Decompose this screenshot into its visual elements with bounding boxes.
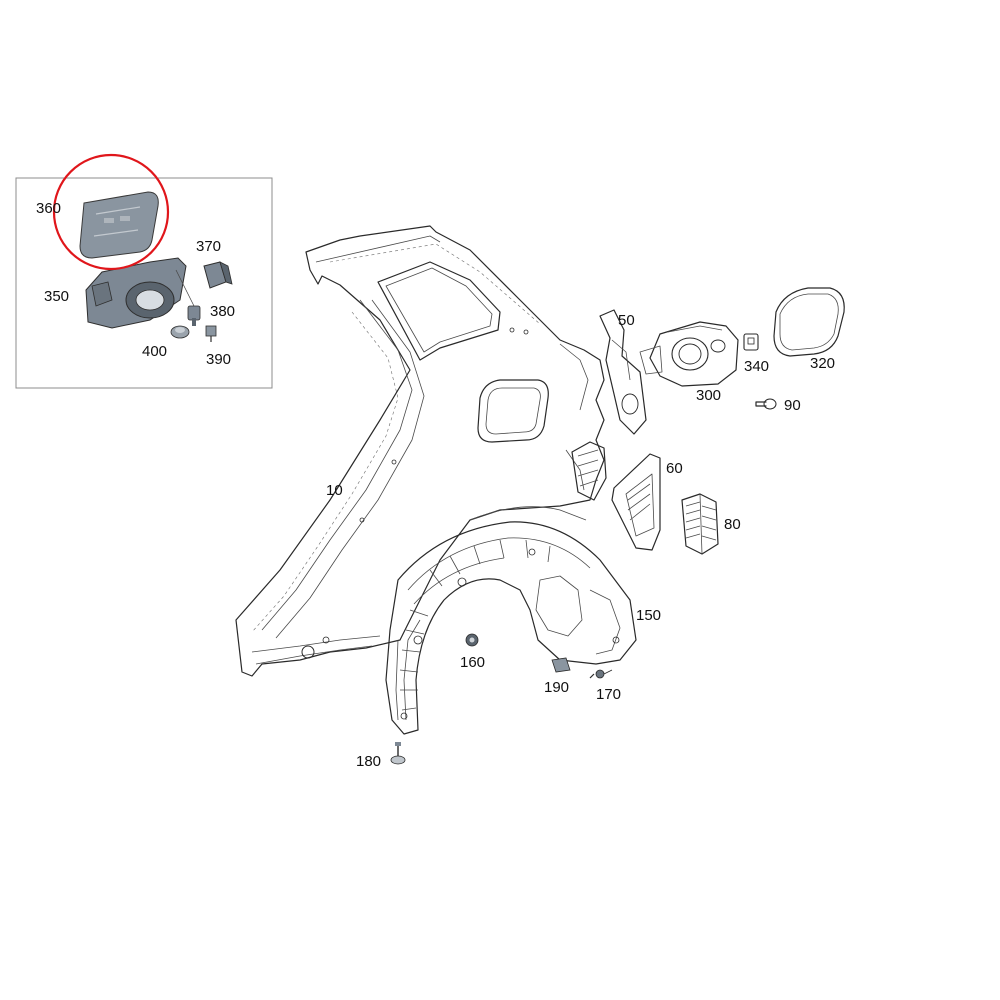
part-160-nut[interactable] <box>465 633 479 647</box>
part-320-fuel-door[interactable] <box>773 287 845 357</box>
part-150-wheel-arch-liner[interactable] <box>385 521 637 735</box>
part-190-clip[interactable] <box>551 657 571 673</box>
label-50: 50 <box>618 312 635 329</box>
highlight-circle <box>52 153 170 271</box>
label-60: 60 <box>666 460 683 477</box>
part-170-screw[interactable] <box>589 669 613 679</box>
part-350-filler-housing[interactable] <box>85 257 187 329</box>
label-180: 180 <box>356 753 381 770</box>
label-190: 190 <box>544 679 569 696</box>
label-150: 150 <box>636 607 661 624</box>
label-360: 360 <box>36 200 61 217</box>
label-160: 160 <box>460 654 485 671</box>
label-400: 400 <box>142 343 167 360</box>
part-370-actuator[interactable] <box>203 261 233 289</box>
part-50-bracket[interactable] <box>571 309 647 501</box>
part-180-screw[interactable] <box>390 742 406 765</box>
label-300: 300 <box>696 387 721 404</box>
label-370: 370 <box>196 238 221 255</box>
part-380-screw[interactable] <box>187 305 201 326</box>
label-10: 10 <box>326 482 343 499</box>
part-10-side-panel[interactable] <box>235 225 605 677</box>
part-80-vent-grille[interactable] <box>681 493 719 555</box>
part-360-cover-plate[interactable] <box>79 191 159 259</box>
part-390-clip[interactable] <box>205 325 217 342</box>
part-300-filler-housing[interactable] <box>639 321 739 387</box>
label-90: 90 <box>784 397 801 414</box>
inset-border <box>15 177 273 389</box>
part-400-grommet[interactable] <box>170 325 190 339</box>
label-80: 80 <box>724 516 741 533</box>
part-340-actuator[interactable] <box>743 333 759 351</box>
label-340: 340 <box>744 358 769 375</box>
label-390: 390 <box>206 351 231 368</box>
inset-panel <box>15 153 273 389</box>
label-380: 380 <box>210 303 235 320</box>
part-90-screw[interactable] <box>755 398 777 410</box>
label-350: 350 <box>44 288 69 305</box>
rod-line <box>175 269 197 311</box>
part-60-vent-frame[interactable] <box>611 453 661 551</box>
label-170: 170 <box>596 686 621 703</box>
label-320: 320 <box>810 355 835 372</box>
